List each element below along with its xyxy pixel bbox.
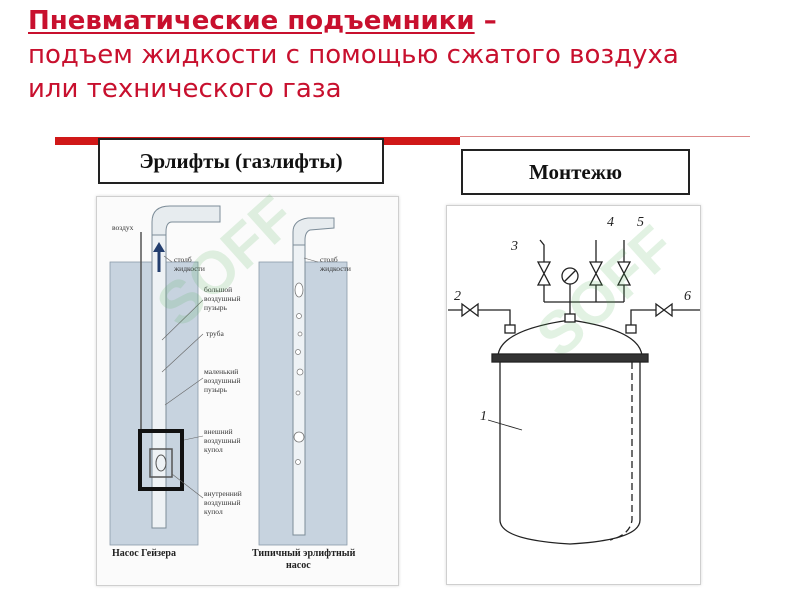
montejus-numbers: 1 2 3 4 5 6 bbox=[454, 215, 691, 424]
title-bold-term: Пневматические подъемники bbox=[28, 6, 475, 36]
svg-text:2: 2 bbox=[454, 289, 461, 304]
svg-text:4: 4 bbox=[607, 215, 614, 230]
label-air: воздух bbox=[112, 223, 134, 232]
valve-4-icon bbox=[588, 261, 604, 286]
svg-text:насос: насос bbox=[286, 560, 311, 571]
montejus-label-box: Монтежю bbox=[461, 149, 690, 195]
arrow-head-icon bbox=[153, 242, 165, 252]
svg-text:купол: купол bbox=[204, 445, 223, 454]
vessel-body bbox=[499, 362, 641, 545]
svg-text:купол: купол bbox=[204, 507, 223, 516]
airlift-label-box: Эрлифты (газлифты) bbox=[98, 138, 384, 184]
inner-air-dome bbox=[149, 448, 173, 478]
slide-title: Пневматические подъемники – подъем жидко… bbox=[28, 4, 788, 106]
svg-text:1: 1 bbox=[480, 409, 487, 424]
watermark-logo: SOFF SOFF bbox=[144, 183, 688, 370]
svg-text:столб: столб bbox=[320, 255, 338, 264]
inner-pipe bbox=[609, 362, 633, 541]
airlift-annotations: воздух столб жидкости столб жидкости бол… bbox=[112, 223, 356, 571]
title-line-3: или технического газа bbox=[28, 74, 342, 104]
svg-text:маленький: маленький bbox=[204, 367, 238, 376]
title-dash: – bbox=[474, 6, 497, 36]
geyser-outlet-bend bbox=[151, 205, 221, 259]
svg-text:пузырь: пузырь bbox=[204, 385, 228, 394]
svg-text:жидкости: жидкости bbox=[173, 264, 205, 273]
svg-text:внешний: внешний bbox=[204, 427, 233, 436]
label-pipe: труба bbox=[206, 329, 224, 338]
montejus-diagram bbox=[448, 239, 700, 545]
svg-text:воздушный: воздушный bbox=[204, 294, 240, 303]
valve-6-icon bbox=[655, 302, 673, 318]
title-line-2: подъем жидкости с помощью сжатого воздух… bbox=[28, 40, 679, 70]
svg-text:5: 5 bbox=[637, 215, 644, 230]
svg-text:воздушный: воздушный bbox=[204, 498, 240, 507]
typical-airlift-diagram bbox=[258, 217, 348, 546]
svg-text:столб: столб bbox=[174, 255, 192, 264]
geyser-riser-pipe bbox=[151, 234, 167, 529]
svg-text:воздушный: воздушный bbox=[204, 436, 240, 445]
svg-text:внутренний: внутренний bbox=[204, 489, 242, 498]
svg-text:Типичный эрлифтный: Типичный эрлифтный bbox=[252, 548, 356, 559]
caption-geyser: Насос Гейзера bbox=[112, 548, 176, 559]
valve-2-icon bbox=[461, 302, 479, 318]
svg-text:воздушный: воздушный bbox=[204, 376, 240, 385]
svg-text:SOFF: SOFF bbox=[524, 213, 688, 370]
svg-text:жидкости: жидкости bbox=[319, 264, 351, 273]
svg-text:3: 3 bbox=[510, 239, 518, 254]
svg-text:пузырь: пузырь bbox=[204, 303, 228, 312]
thin-divider bbox=[460, 136, 750, 137]
svg-text:большой: большой bbox=[204, 285, 232, 294]
vessel-flange bbox=[491, 353, 649, 363]
valve-5-icon bbox=[616, 261, 632, 286]
valve-3-icon bbox=[536, 261, 552, 286]
geyser-pump-diagram bbox=[109, 205, 221, 546]
outer-air-dome bbox=[138, 429, 184, 491]
svg-text:6: 6 bbox=[684, 289, 691, 304]
